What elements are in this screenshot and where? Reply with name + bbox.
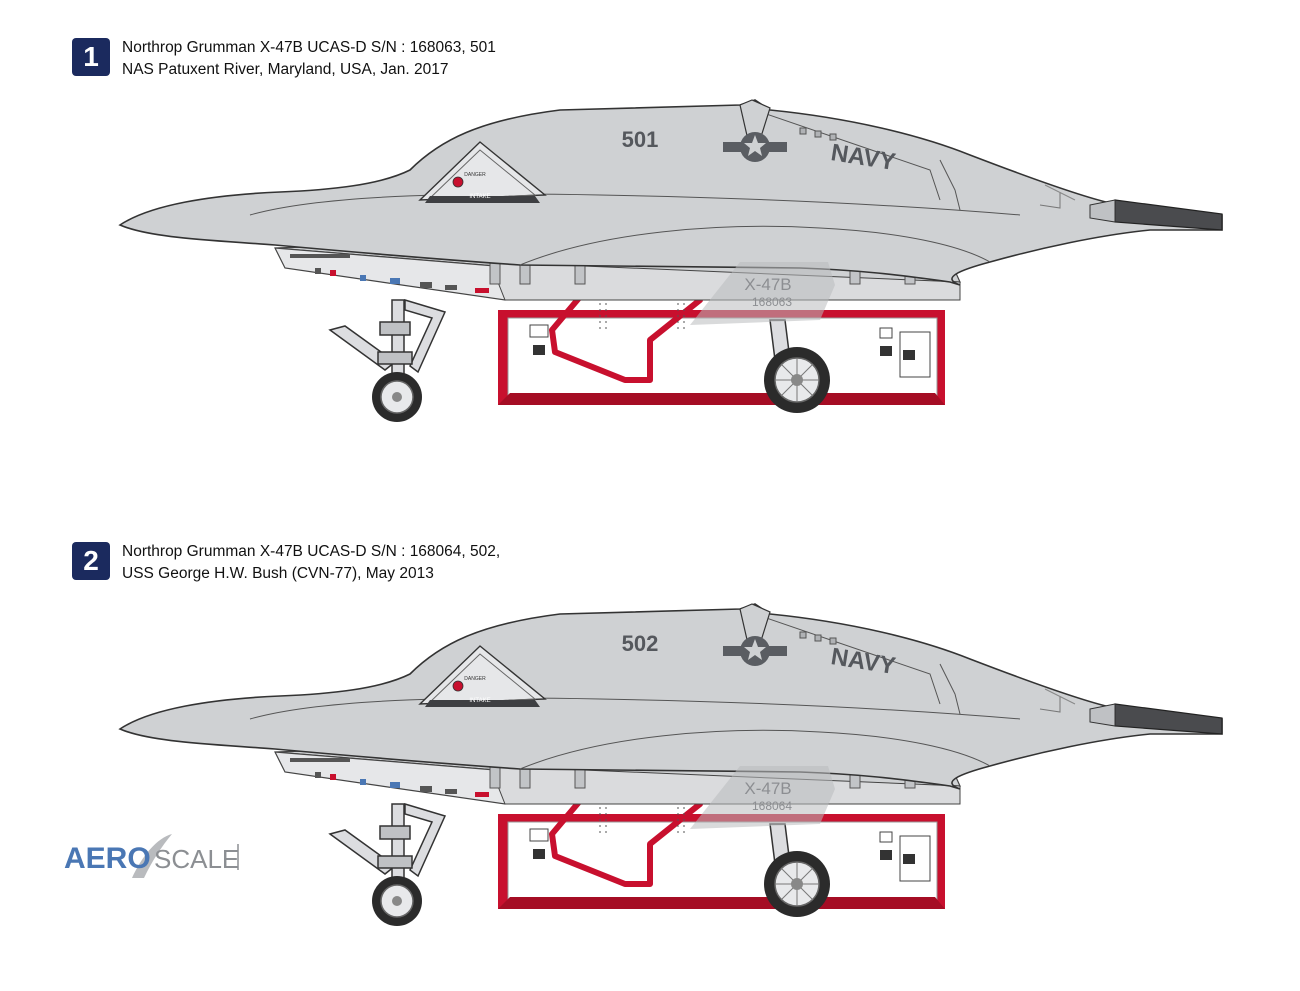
aircraft-profile: 501 168063	[0, 0, 1300, 487]
scheme-caption: Northrop Grumman X-47B UCAS-D S/N : 1680…	[122, 541, 500, 585]
caption-line-aircraft: Northrop Grumman X-47B UCAS-D S/N : 1680…	[122, 39, 496, 56]
scheme-caption: Northrop Grumman X-47B UCAS-D S/N : 1680…	[122, 37, 496, 81]
serial-number: 168063	[752, 295, 792, 309]
aircraft-profile: 502 168064	[0, 504, 1300, 991]
caption-line-location: USS George H.W. Bush (CVN-77), May 2013	[122, 565, 434, 582]
logo-text-left: AERO	[64, 842, 151, 875]
caption-line-location: NAS Patuxent River, Maryland, USA, Jan. …	[122, 61, 449, 78]
scheme-1: 1 Northrop Grumman X-47B UCAS-D S/N : 16…	[0, 0, 1300, 487]
logo-svg: AERO SCALE	[64, 834, 239, 878]
logo-text-right: SCALE	[154, 844, 239, 874]
modex-number: 501	[622, 127, 659, 152]
scheme-number-badge: 1	[72, 38, 110, 76]
serial-number: 168064	[752, 799, 792, 813]
logo-swoosh-icon	[132, 834, 172, 878]
modex-number: 502	[622, 631, 659, 656]
caption-line-aircraft: Northrop Grumman X-47B UCAS-D S/N : 1680…	[122, 543, 501, 560]
scheme-number-badge: 2	[72, 542, 110, 580]
scheme-2: 2 Northrop Grumman X-47B UCAS-D S/N : 16…	[0, 504, 1300, 991]
aeroscale-logo: AERO SCALE	[62, 826, 242, 886]
